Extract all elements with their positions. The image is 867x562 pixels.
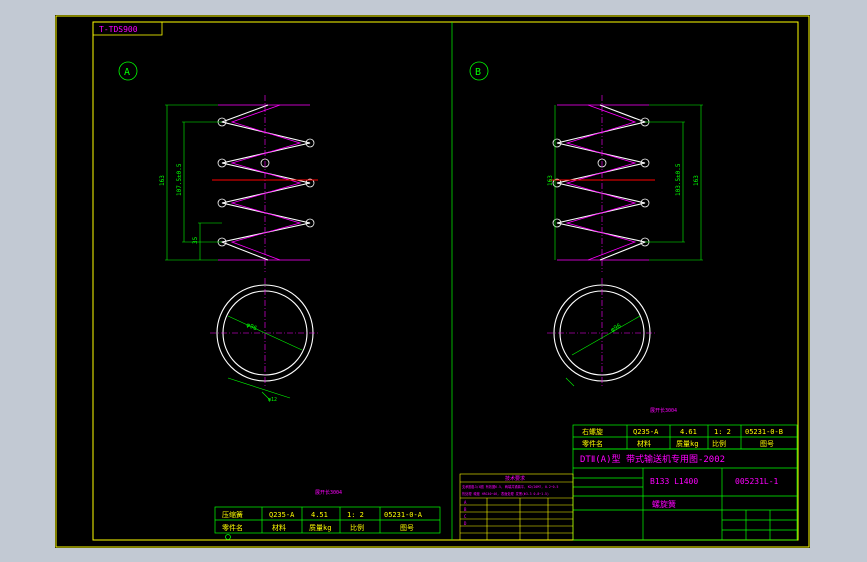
title-block-code-left: B133 L1400 xyxy=(650,477,698,486)
table-b-cell: 质量kg xyxy=(676,439,698,448)
table-b-cell: 4.61 xyxy=(680,428,697,436)
table-b-cell: Q235-A xyxy=(633,428,659,436)
notes-line: 热处理 硬度 HRC40~46, 表面处理 发黑(Φ3.3 0.8~1.5) xyxy=(462,491,549,496)
dim-a-overall: 163 xyxy=(159,175,166,186)
table-b-cell: 图号 xyxy=(760,440,774,448)
dim-b-overall-right: 163 xyxy=(693,175,700,186)
dim-a-wire: φ12 xyxy=(268,397,277,403)
notes-row-label: B xyxy=(464,507,467,512)
dim-b-overall-left: 163 xyxy=(547,175,554,186)
view-b-marker xyxy=(469,61,489,81)
table-a-cell: Q235-A xyxy=(269,511,295,519)
table-a-cell: 1: 2 xyxy=(347,511,364,519)
notes-row-label: D xyxy=(464,521,467,526)
table-a-cell: 05231-0-A xyxy=(384,511,423,519)
inner-frame xyxy=(92,21,799,541)
paper-background xyxy=(55,15,810,548)
dim-a-inner: 107.5±0.5 xyxy=(176,163,183,196)
spring-a-end xyxy=(210,278,320,401)
table-a xyxy=(214,506,441,534)
table-b-cell: 比例 xyxy=(712,439,726,448)
table-b-cell: 05231-0-B xyxy=(745,428,783,436)
table-b-cell: 材料 xyxy=(637,439,651,448)
table-b-cell: 零件名 xyxy=(582,439,603,448)
view-a-marker xyxy=(118,61,138,81)
table-a-cell: 4.51 xyxy=(311,511,328,519)
table-a-cell: 零件名 xyxy=(222,523,243,532)
notes-row-label: C xyxy=(464,514,467,519)
table-a-row2: 零件名 材料 质量kg 比例 图号 xyxy=(222,523,414,532)
table-a-cell: 材料 xyxy=(272,523,286,532)
title-block-part-name: 螺旋簧 xyxy=(652,499,676,509)
dim-a-diameter: φ96 xyxy=(245,321,258,332)
table-a-cell: 图号 xyxy=(400,524,414,532)
table-a-row1: 压缩簧 Q235-A 4.51 1: 2 05231-0-A xyxy=(222,510,423,519)
spring-b-side xyxy=(549,95,703,272)
table-a-cell: 压缩簧 xyxy=(222,510,243,519)
table-a-note: 展开长3004 xyxy=(315,489,342,496)
notes-row-label: A xyxy=(464,500,467,505)
title-block-code-right: 005231L-1 xyxy=(735,477,779,486)
view-a-label: A xyxy=(124,67,130,78)
spring-a-side xyxy=(165,95,318,272)
drawing-id: T-TDS900 xyxy=(99,25,138,34)
outer-frame xyxy=(55,15,810,548)
table-b-note: 展开长3004 xyxy=(650,407,677,414)
table-b-cell: 1: 2 xyxy=(714,428,731,436)
notes-table xyxy=(459,473,574,541)
notes-line: 支承圈各3/4圈 有效圈6.5, 两端并紧磨平, KD/20M7, 0.2~0.… xyxy=(462,484,559,489)
table-a-cell: 比例 xyxy=(350,523,364,532)
table-a-cell: 质量kg xyxy=(309,523,331,532)
spring-b-end xyxy=(547,278,657,388)
view-b-label: B xyxy=(475,67,481,78)
dim-b-diameter: φ96 xyxy=(610,322,623,334)
drawing-id-box xyxy=(92,21,163,36)
table-b-row2: 零件名 材料 质量kg 比例 图号 xyxy=(582,439,774,448)
table-b-cell: 右螺旋 xyxy=(582,427,603,436)
dim-b-inner: 103.5±0.5 xyxy=(675,163,682,196)
dim-a-pitch: 35 xyxy=(192,236,199,244)
small-marker xyxy=(225,534,231,540)
notes-title: 技术要求 xyxy=(505,475,525,482)
table-b-row1: 右螺旋 Q235-A 4.61 1: 2 05231-0-B xyxy=(582,427,783,436)
title-block-main: DTⅡ(A)型 带式输送机专用图-2002 xyxy=(580,453,725,465)
